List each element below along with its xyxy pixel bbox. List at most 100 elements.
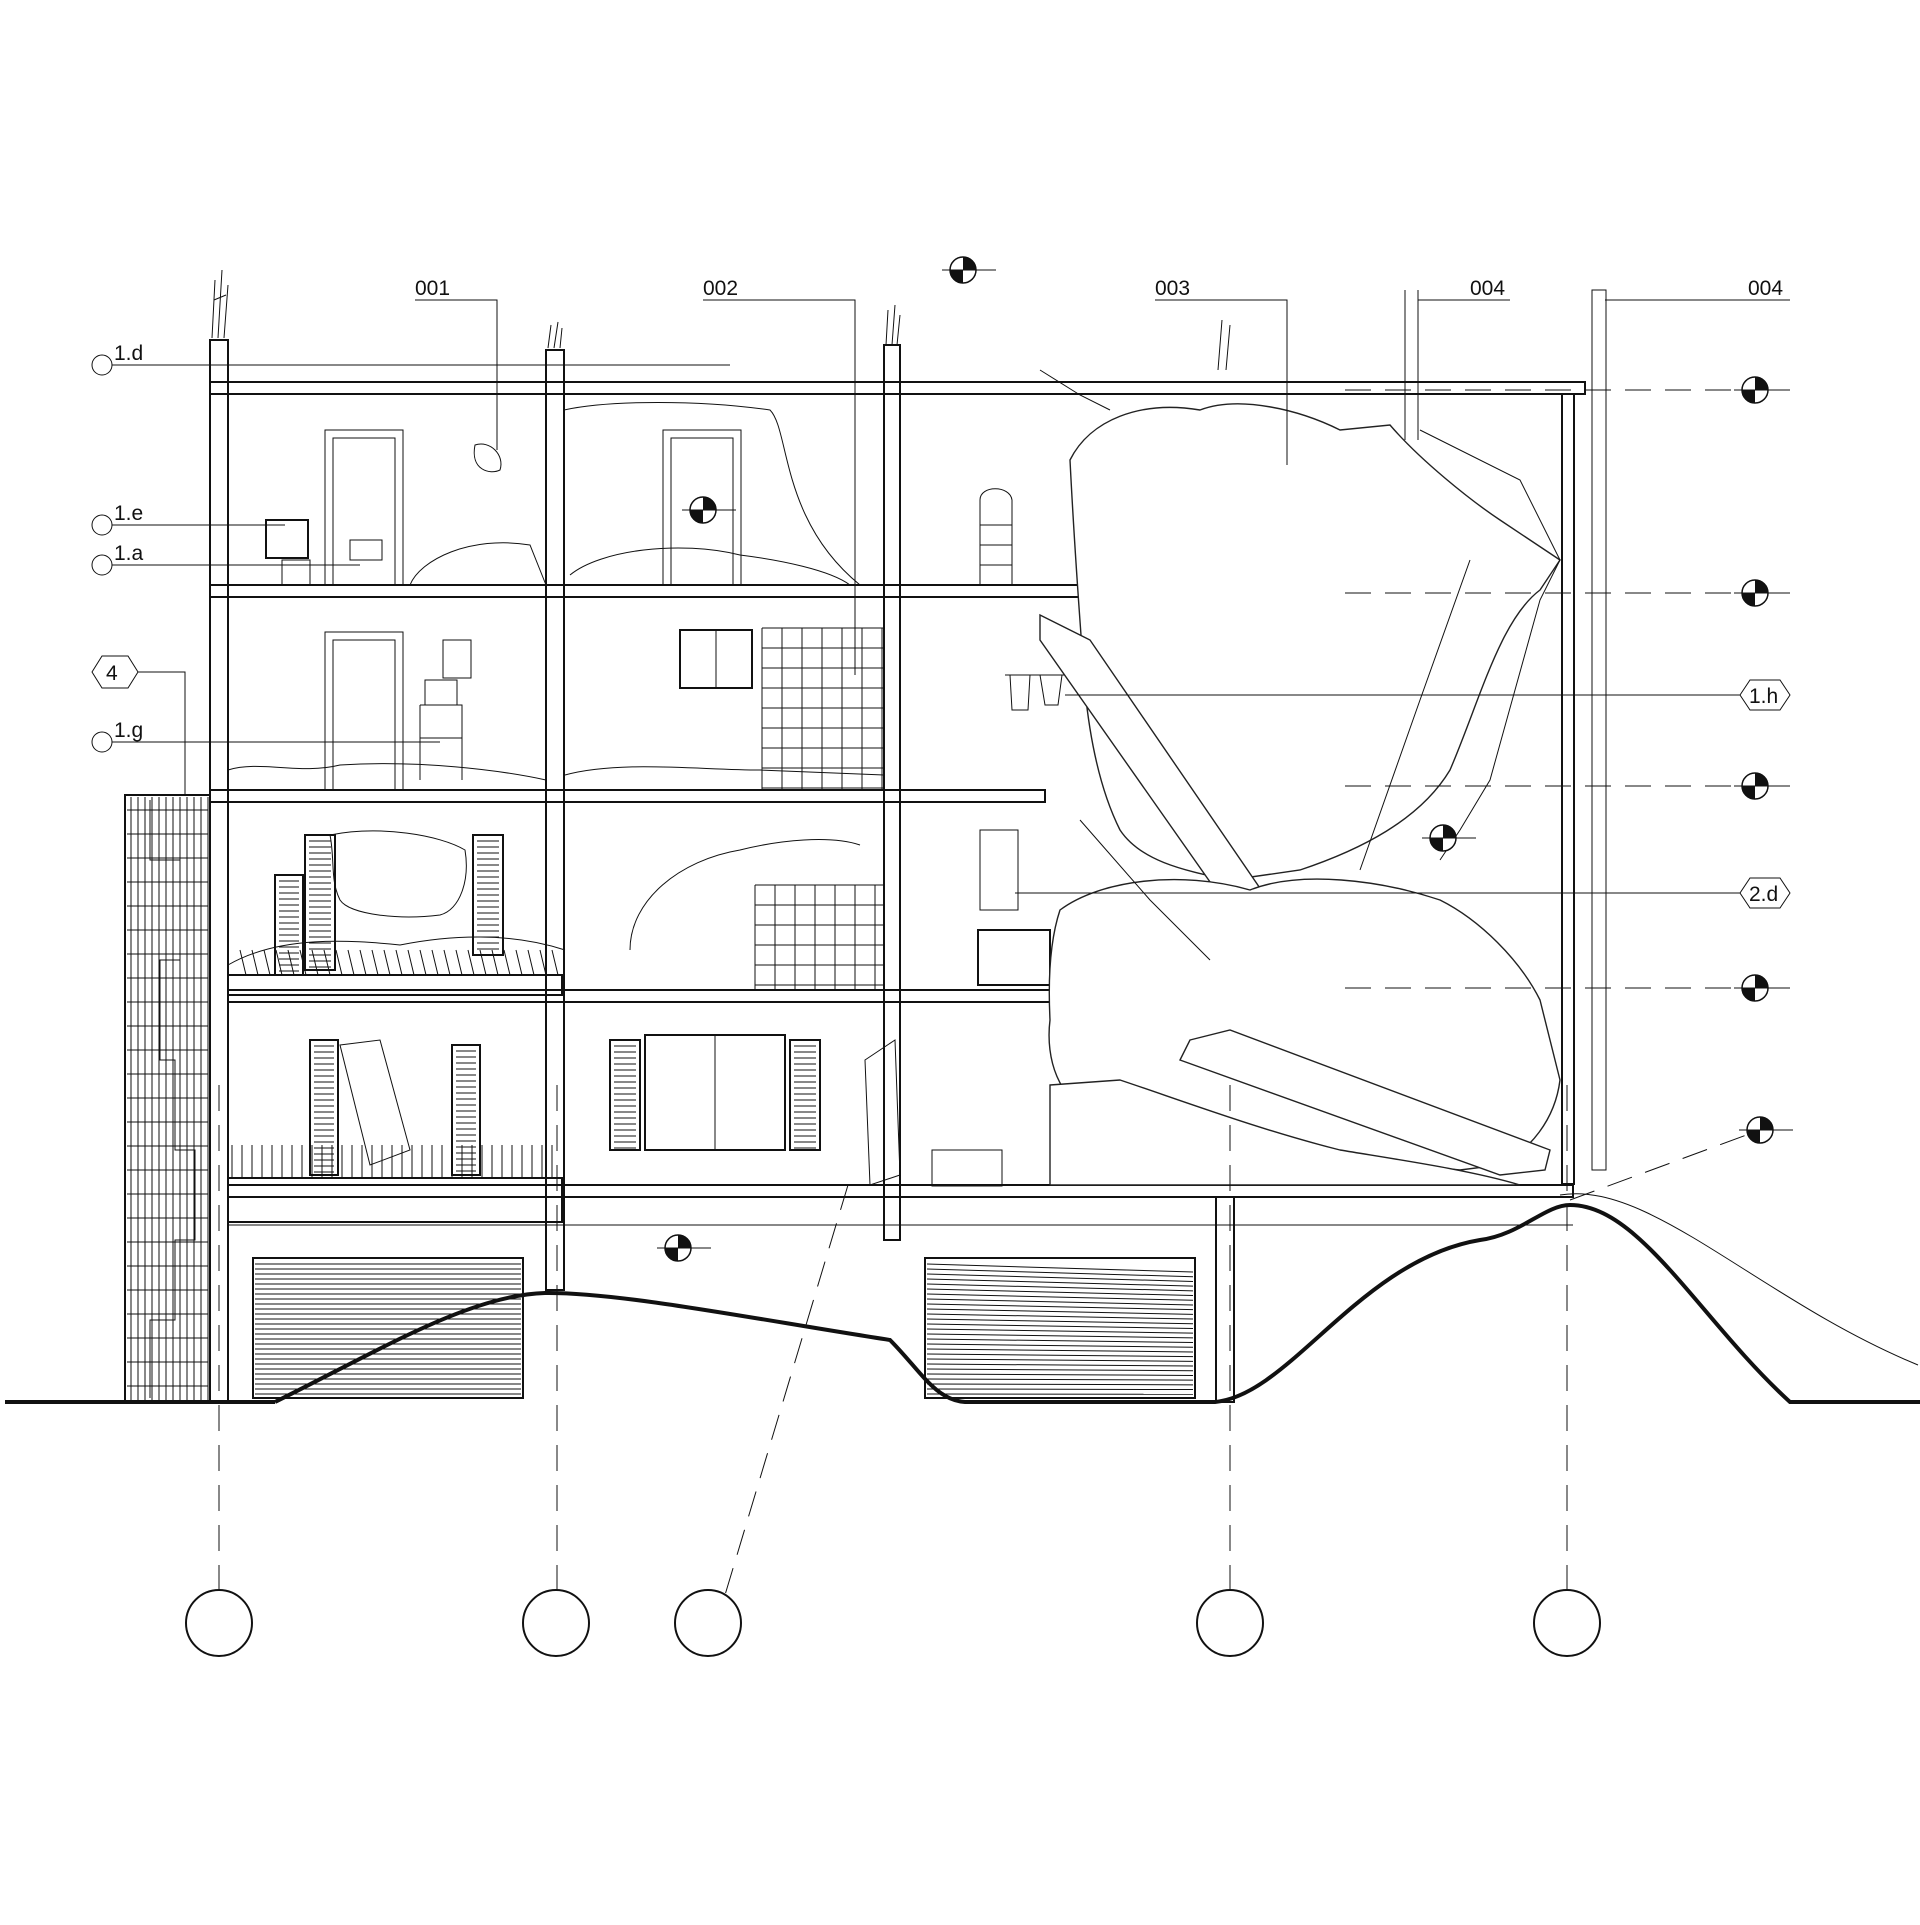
datum-marker-quad	[1742, 786, 1755, 799]
tag-001: 001	[415, 277, 497, 450]
garage-slat	[927, 1364, 1193, 1366]
garage-slat	[927, 1339, 1193, 1343]
garage-slat	[927, 1369, 1193, 1371]
door-l3-a-inner	[333, 438, 395, 585]
level-marker-group	[1734, 377, 1793, 1143]
column-b	[546, 350, 564, 1290]
door-l2-a	[325, 632, 403, 790]
tag-003-text: 003	[1155, 277, 1190, 300]
awning-rib	[432, 950, 438, 975]
datum-marker-quad	[950, 270, 963, 283]
damage-l3-b	[570, 548, 850, 585]
awning-rib	[444, 950, 450, 975]
tag-002-text: 002	[703, 277, 738, 300]
awning-rib	[384, 950, 390, 975]
tag-hex-2d-text: 2.d	[1749, 883, 1778, 906]
datum-marker	[1422, 825, 1476, 851]
datum-marker-quad	[678, 1235, 691, 1248]
grid-bubble-5-circle	[1534, 1590, 1600, 1656]
grid-bubble-4[interactable]	[1197, 1590, 1263, 1656]
grid-bubble-4-circle	[1197, 1590, 1263, 1656]
awning-rib	[360, 950, 366, 975]
awning-rib	[240, 950, 246, 975]
circle-tag-group: 1.d 1.e 1.a 1.g	[92, 342, 730, 752]
grid-line-diagonal	[1570, 1130, 1760, 1200]
debris-boulder-top	[1070, 404, 1560, 880]
datum-marker	[682, 497, 736, 523]
shutter-l0-b	[452, 1045, 480, 1175]
terrain-profile	[275, 1205, 1920, 1402]
door-l3-a	[325, 430, 403, 585]
grid-bubble-2[interactable]	[523, 1590, 589, 1656]
grid-bubble-1[interactable]	[186, 1590, 252, 1656]
grid-bubble-3[interactable]	[675, 1590, 741, 1656]
tag-1e: 1.e	[92, 502, 285, 535]
awning-rib	[324, 950, 330, 975]
tv-stand	[282, 560, 310, 585]
datum-marker-quad	[1755, 975, 1768, 988]
garage-slat	[927, 1264, 1193, 1272]
shutter-l0-d	[790, 1040, 820, 1150]
railing-l0	[232, 1145, 552, 1178]
awning-rib	[480, 950, 486, 975]
grid-bubble-3-circle	[675, 1590, 741, 1656]
tag-004b: 004	[1605, 277, 1790, 300]
datum-marker-quad	[690, 510, 703, 523]
garage-slat	[927, 1379, 1193, 1380]
tag-002-leader	[703, 300, 855, 675]
datum-marker	[1739, 1117, 1793, 1143]
tv-icon	[266, 520, 308, 558]
tag-1a-text: 1.a	[114, 542, 144, 565]
garage-slat	[927, 1359, 1193, 1361]
stacked-chairs-icon	[980, 489, 1012, 585]
datum-marker-quad	[1742, 390, 1755, 403]
garage-slat	[927, 1319, 1193, 1324]
rebar-c	[886, 305, 900, 345]
garage-slat	[927, 1324, 1193, 1328]
awning-rib	[312, 950, 318, 975]
column-e	[1562, 394, 1574, 1184]
tag-004a: 004	[1418, 277, 1510, 300]
garage-slat	[927, 1349, 1193, 1352]
tag-1e-bubble	[92, 515, 112, 535]
rebar-b	[548, 322, 562, 348]
tag-002: 002	[703, 277, 855, 675]
awning-rib	[492, 950, 498, 975]
cabinet-l1	[980, 830, 1018, 910]
awning-rib	[528, 950, 534, 975]
garage-slat	[927, 1299, 1193, 1305]
garage-slat	[927, 1384, 1193, 1385]
poster-icon	[443, 640, 471, 678]
rebar-d	[1218, 320, 1230, 370]
datum-marker-quad	[1443, 825, 1456, 838]
datum-marker-quad	[1747, 1130, 1760, 1143]
awning-rib	[456, 950, 462, 975]
tag-004b-text: 004	[1748, 277, 1783, 300]
slab-level-3	[210, 585, 1085, 597]
datum-marker-quad	[1742, 988, 1755, 1001]
shutter-l0-a	[310, 1040, 338, 1175]
collapse-debris	[1040, 370, 1560, 1185]
drainpipe	[1592, 290, 1606, 1170]
garage-door-slats	[255, 1264, 1193, 1394]
tag-1d: 1.d	[92, 342, 730, 375]
tag-001-leader	[415, 300, 497, 450]
level-2	[228, 628, 1085, 790]
tag-1d-text: 1.d	[114, 342, 143, 365]
grid-bubble-5[interactable]	[1534, 1590, 1600, 1656]
tag-1g-text: 1.g	[114, 719, 143, 742]
bathtub-icon	[978, 930, 1050, 985]
grid-bubble-2-circle	[523, 1590, 589, 1656]
datum-marker-quad	[703, 497, 716, 510]
balcony-l1	[228, 975, 562, 995]
garage-slat	[927, 1354, 1193, 1357]
fallen-door-l0	[340, 1040, 410, 1165]
column-a	[210, 340, 228, 1402]
tag-1d-bubble	[92, 355, 112, 375]
datum-marker-quad	[1755, 773, 1768, 786]
datum-marker-quad	[1755, 377, 1768, 390]
tag-001-text: 001	[415, 277, 450, 300]
garage-slat	[927, 1374, 1193, 1375]
leaning-panel	[865, 1040, 900, 1185]
